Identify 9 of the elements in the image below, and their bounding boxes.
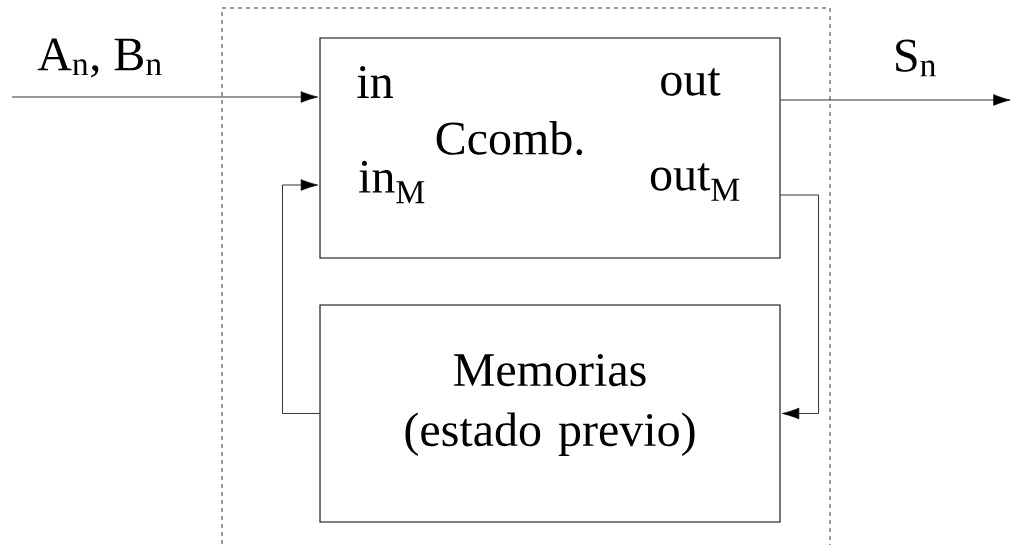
arrow bbox=[780, 194, 819, 420]
arrow bbox=[11, 91, 318, 103]
block-box: Memorias (estado previo) bbox=[319, 304, 781, 523]
frame-box bbox=[221, 7, 831, 545]
block-box: in out Ccomb. in$_{M}$ out$_{M}$ bbox=[319, 37, 781, 259]
arrow bbox=[780, 94, 1011, 106]
edge-label: A$_{n}$, B$_{n}$ bbox=[37, 38, 162, 78]
arrow bbox=[282, 179, 320, 414]
edge-label: S$_{n}$ bbox=[896, 39, 936, 77]
